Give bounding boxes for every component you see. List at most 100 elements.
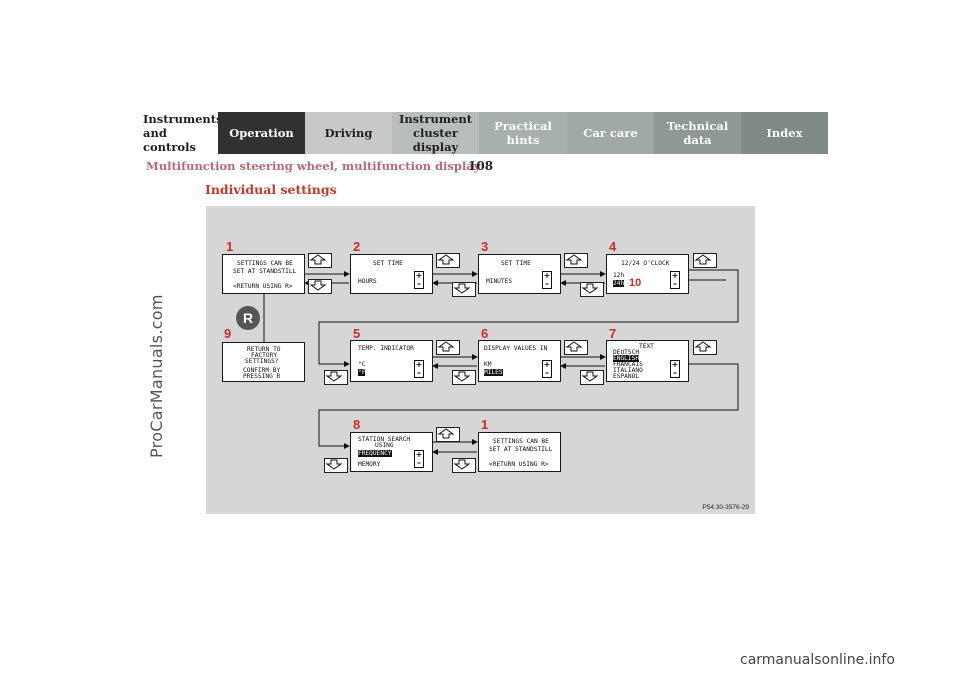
- up-arrow-icon: [565, 341, 583, 352]
- screen-line: USING: [375, 442, 394, 449]
- display-screen-3: SET TIME MINUTES +–: [478, 254, 561, 294]
- screen-line: FACTORY: [251, 352, 278, 359]
- tab-label: Instrument: [398, 112, 473, 126]
- tab-label: cluster display: [412, 126, 459, 154]
- tab-label: Car care: [583, 126, 638, 140]
- down-button[interactable]: [308, 279, 332, 294]
- down-arrow-icon: [325, 371, 343, 382]
- down-arrow-icon: [453, 371, 471, 382]
- screen-line: TEMP. INDICATOR: [358, 345, 414, 352]
- tab-label: Driving: [324, 126, 373, 140]
- minus-sign: –: [673, 368, 677, 377]
- plus-sign: +: [671, 271, 679, 280]
- display-screen-8: STATION SEARCH USING FREQUENCY MEMORY +–: [350, 432, 433, 472]
- screen-line: °C: [358, 361, 366, 368]
- screen-line: DISPLAY VALUES IN: [484, 345, 548, 352]
- plus-minus-indicator: +–: [542, 271, 552, 289]
- plus-sign: +: [415, 360, 423, 369]
- minus-sign: –: [417, 458, 421, 467]
- up-arrow-icon: [694, 341, 712, 352]
- tab-driving[interactable]: Driving: [305, 112, 392, 154]
- down-button[interactable]: [452, 282, 476, 297]
- callout-2: 2: [353, 239, 361, 254]
- minus-sign: –: [545, 368, 549, 377]
- up-button[interactable]: [693, 340, 717, 355]
- screen-line: FRANCAIS: [613, 361, 643, 368]
- screen-line: KM: [484, 361, 492, 368]
- tab-practical-hints[interactable]: Practical hints: [479, 112, 567, 154]
- down-button[interactable]: [580, 282, 604, 297]
- display-screen-6: DISPLAY VALUES IN KM MILES +–: [478, 340, 561, 382]
- down-button[interactable]: [452, 370, 476, 385]
- callout-10: 10: [629, 277, 642, 289]
- selected-option: ENGLISH: [613, 355, 640, 362]
- up-button[interactable]: [564, 253, 588, 268]
- screen-line: ITALIANO: [613, 367, 643, 374]
- settings-flow-diagram: 1 SETTINGS CAN BE SET AT STANDSTILL <RET…: [206, 206, 755, 514]
- up-button[interactable]: [693, 253, 717, 268]
- reset-r-button[interactable]: R: [236, 306, 260, 330]
- up-button[interactable]: [308, 253, 332, 268]
- selected-option: 24h: [613, 280, 625, 287]
- tab-label: Index: [766, 126, 803, 140]
- down-button[interactable]: [452, 458, 476, 473]
- plus-minus-indicator: +–: [414, 271, 424, 289]
- callout-9: 9: [224, 326, 232, 341]
- plus-sign: +: [543, 271, 551, 280]
- callout-4: 4: [609, 239, 617, 254]
- tab-label: Practical hints: [494, 119, 552, 147]
- callout-1-end: 1: [481, 417, 489, 432]
- down-arrow-icon: [581, 371, 599, 382]
- down-button[interactable]: [580, 370, 604, 385]
- up-button[interactable]: [436, 427, 460, 442]
- screen-line: SETTINGS CAN BE: [493, 438, 549, 445]
- display-screen-1: SETTINGS CAN BE SET AT STANDSTILL <RETUR…: [222, 254, 305, 294]
- screen-line: HOURS: [358, 278, 377, 285]
- screen-line: MEMORY: [358, 461, 381, 468]
- callout-6: 6: [481, 326, 489, 341]
- tab-operation[interactable]: Operation: [218, 112, 305, 154]
- display-screen-1-end: SETTINGS CAN BE SET AT STANDSTILL <RETUR…: [478, 432, 561, 472]
- section-title: Individual settings: [205, 182, 337, 197]
- up-button[interactable]: [436, 253, 460, 268]
- screen-line: <RETURN USING R>: [489, 461, 549, 468]
- screen-line: SET TIME: [501, 260, 531, 267]
- figure-code: P54.30-3576-29: [702, 504, 749, 511]
- down-button[interactable]: [324, 370, 348, 385]
- up-arrow-icon: [694, 254, 712, 265]
- tab-label: Instruments: [143, 112, 223, 126]
- screen-line: RETURN TO: [247, 346, 281, 353]
- callout-8: 8: [353, 417, 361, 432]
- tab-index[interactable]: Index: [741, 112, 828, 154]
- plus-sign: +: [415, 450, 423, 459]
- plus-sign: +: [415, 271, 423, 280]
- up-button[interactable]: [564, 340, 588, 355]
- plus-minus-indicator: +–: [414, 450, 424, 468]
- down-arrow-icon: [581, 283, 599, 294]
- minus-sign: –: [417, 279, 421, 288]
- screen-line: SET TIME: [373, 260, 403, 267]
- down-button[interactable]: [324, 458, 348, 473]
- minus-sign: –: [673, 279, 677, 288]
- tab-car-care[interactable]: Car care: [567, 112, 654, 154]
- tab-label: Technical: [666, 119, 729, 133]
- selected-option: MILES: [484, 369, 503, 376]
- plus-sign: +: [543, 360, 551, 369]
- screen-line: 12h: [613, 272, 625, 279]
- screen-line: CONFIRM BY: [243, 367, 281, 374]
- down-arrow-icon: [453, 283, 471, 294]
- display-screen-4: 12/24 O'CLOCK 12h 24h +–: [606, 254, 689, 294]
- minus-sign: –: [545, 279, 549, 288]
- up-button[interactable]: [436, 340, 460, 355]
- screen-line: SET AT STANDSTILL: [233, 268, 297, 275]
- tab-label: and controls: [143, 126, 196, 154]
- bottom-watermark: carmanualsonline.info: [740, 652, 895, 668]
- display-screen-9: RETURN TO FACTORY SETTINGS? CONFIRM BY P…: [222, 342, 305, 382]
- page-number: 108: [468, 159, 494, 173]
- screen-line: SETTINGS CAN BE: [237, 260, 293, 267]
- screen-line: SET AT STANDSTILL: [489, 446, 553, 453]
